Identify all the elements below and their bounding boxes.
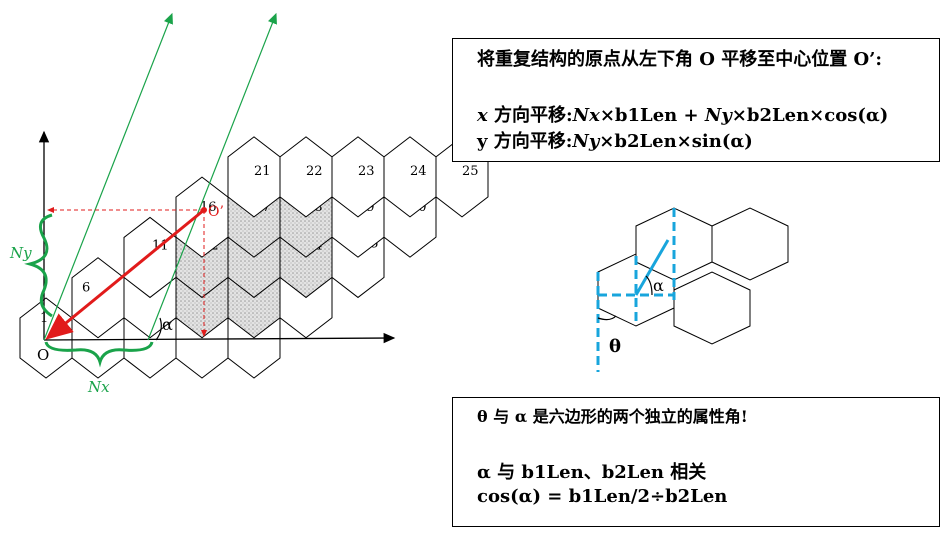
angle-detail-diagram [596, 207, 789, 372]
hex-grid: 1234567891011121314151617181920212223242… [19, 136, 489, 379]
translation-note-title: 将重复结构的原点从左下角 O 平移至中心位置 O’: [477, 49, 883, 70]
lattice-direction-line-1 [43, 12, 173, 341]
x-nx-term: Nx [572, 105, 600, 126]
x-ny-term: Ny [704, 105, 732, 126]
hex-cell-label: 23 [358, 164, 375, 179]
ny-label: Ny [9, 244, 32, 262]
theta-label: θ [609, 336, 621, 357]
y-translation-formula: y 方向平移:Ny×b2Len×sin(α) [477, 127, 753, 153]
hex-cell-label: 25 [462, 164, 479, 179]
translation-note-box: 将重复结构的原点从左下角 O 平移至中心位置 O’: x 方向平移:Nx×b1L… [452, 38, 940, 162]
alpha-relation-text: α 与 b1Len、b2Len 相关 [477, 462, 707, 483]
cos-alpha-formula: cos(α) = b1Len/2÷b2Len [477, 486, 728, 507]
hex-cell-label: 24 [410, 164, 427, 179]
x-axis [43, 332, 396, 344]
x-translation-formula: x 方向平移:Nx×b1Len + Ny×b2Len×cos(α) [477, 101, 888, 127]
alpha-label-detail: α [653, 276, 664, 295]
angle-note-title: θ 与 α 是六边形的两个独立的属性角! [477, 407, 748, 426]
hex-cell-label: 22 [306, 164, 323, 179]
alpha-arc [155, 317, 162, 341]
y-ny-term: Ny [572, 131, 600, 152]
new-origin-point [201, 207, 207, 213]
lattice-direction-line-2 [147, 12, 277, 341]
nx-label: Nx [87, 378, 110, 396]
x-direction-label: 方向平移: [487, 105, 573, 126]
hex-cell-label: 21 [254, 164, 271, 179]
alpha-label-lattice: α [162, 315, 173, 334]
ny-brace [24, 213, 53, 318]
origin-label: O [37, 346, 49, 364]
translation-vector [45, 208, 205, 340]
angle-note-box: θ 与 α 是六边形的两个独立的属性角! α 与 b1Len、b2Len 相关 … [452, 397, 940, 527]
x-end-term: ×b2Len×cos(α) [731, 105, 889, 126]
nx-brace [44, 341, 154, 368]
y-direction-label: y 方向平移: [477, 131, 573, 152]
new-origin-label: O’ [208, 204, 224, 220]
hex-cell-label: 6 [82, 281, 90, 296]
x-mid-term: ×b1Len + [599, 105, 705, 126]
y-end-term: ×b2Len×sin(α) [599, 131, 753, 152]
x-prefix: x [477, 105, 488, 126]
